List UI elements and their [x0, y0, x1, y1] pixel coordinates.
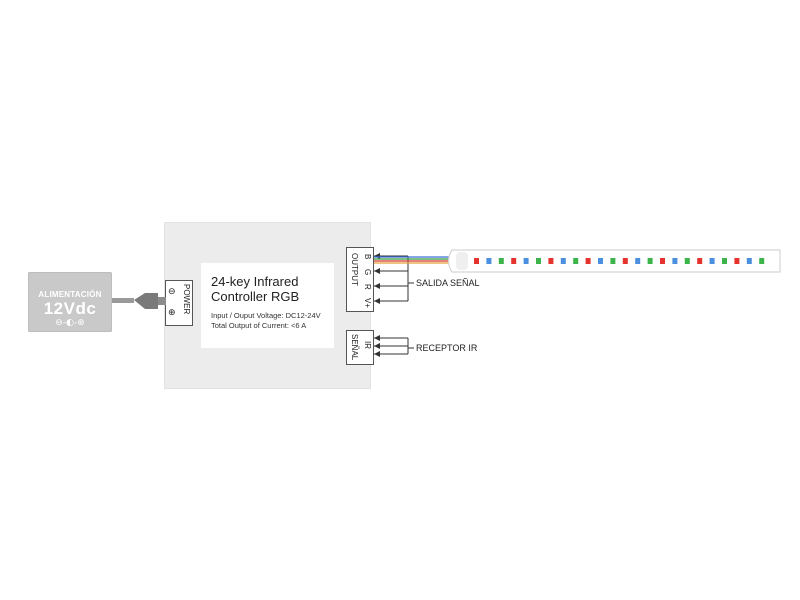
led-chip [536, 258, 541, 264]
led-chip [635, 258, 641, 264]
controller-title-line1: 24-key Infrared [211, 274, 299, 289]
power-supply-label: ALIMENTACIÓN [38, 290, 102, 299]
signal-terminal: SEÑAL IR [346, 330, 374, 365]
led-chip [746, 258, 752, 264]
led-chip [647, 258, 653, 264]
controller-label-card: 24-key Infrared Controller RGB Input / O… [201, 263, 334, 348]
plug-icon-plus: ⊕ [168, 307, 176, 317]
led-chip [511, 258, 517, 264]
led-chip [734, 258, 740, 264]
plug-tip [158, 297, 166, 305]
led-chip [573, 258, 579, 264]
power-supply: ALIMENTACIÓN 12Vdc ⊖-◐-⊕ [28, 272, 112, 332]
led-chip [622, 258, 628, 264]
output-annotation: SALIDA SEÑAL [416, 278, 480, 288]
led-chip [697, 258, 703, 264]
led-chip [684, 258, 690, 264]
led-chip [560, 258, 566, 264]
led-chips [474, 258, 765, 264]
controller-title: 24-key Infrared Controller RGB [211, 274, 299, 304]
led-chip [672, 258, 678, 264]
power-terminal: POWER ⊖ ⊕ [165, 280, 193, 326]
controller-title-line2: Controller RGB [211, 289, 300, 304]
led-chip [585, 258, 591, 264]
led-chip [722, 258, 727, 264]
led-chip [548, 258, 554, 264]
led-chip [486, 258, 492, 264]
led-chip [759, 258, 765, 264]
led-chip [598, 258, 603, 264]
power-supply-voltage: 12Vdc [43, 299, 97, 318]
led-chip [610, 258, 616, 264]
led-chip [474, 258, 479, 264]
strip-connector [456, 252, 468, 270]
ribbon-wires [374, 256, 452, 264]
led-chip [498, 258, 504, 264]
signal-arrows [374, 335, 380, 357]
spec-voltage: Input / Ouput Voltage: DC12-24V [211, 311, 321, 320]
receiver-annotation: RECEPTOR IR [416, 343, 478, 353]
power-plug [134, 293, 158, 309]
plug-icon: ⊖ [168, 286, 176, 296]
power-cable [112, 298, 134, 303]
led-chip [660, 258, 665, 264]
led-chip [523, 258, 529, 264]
led-chip [709, 258, 715, 264]
spec-current: Total Output of Current: <6 A [211, 321, 307, 330]
output-terminal: OUTPUT B G R V+ [346, 247, 374, 312]
polarity-symbol: ⊖-◐-⊕ [55, 318, 85, 328]
